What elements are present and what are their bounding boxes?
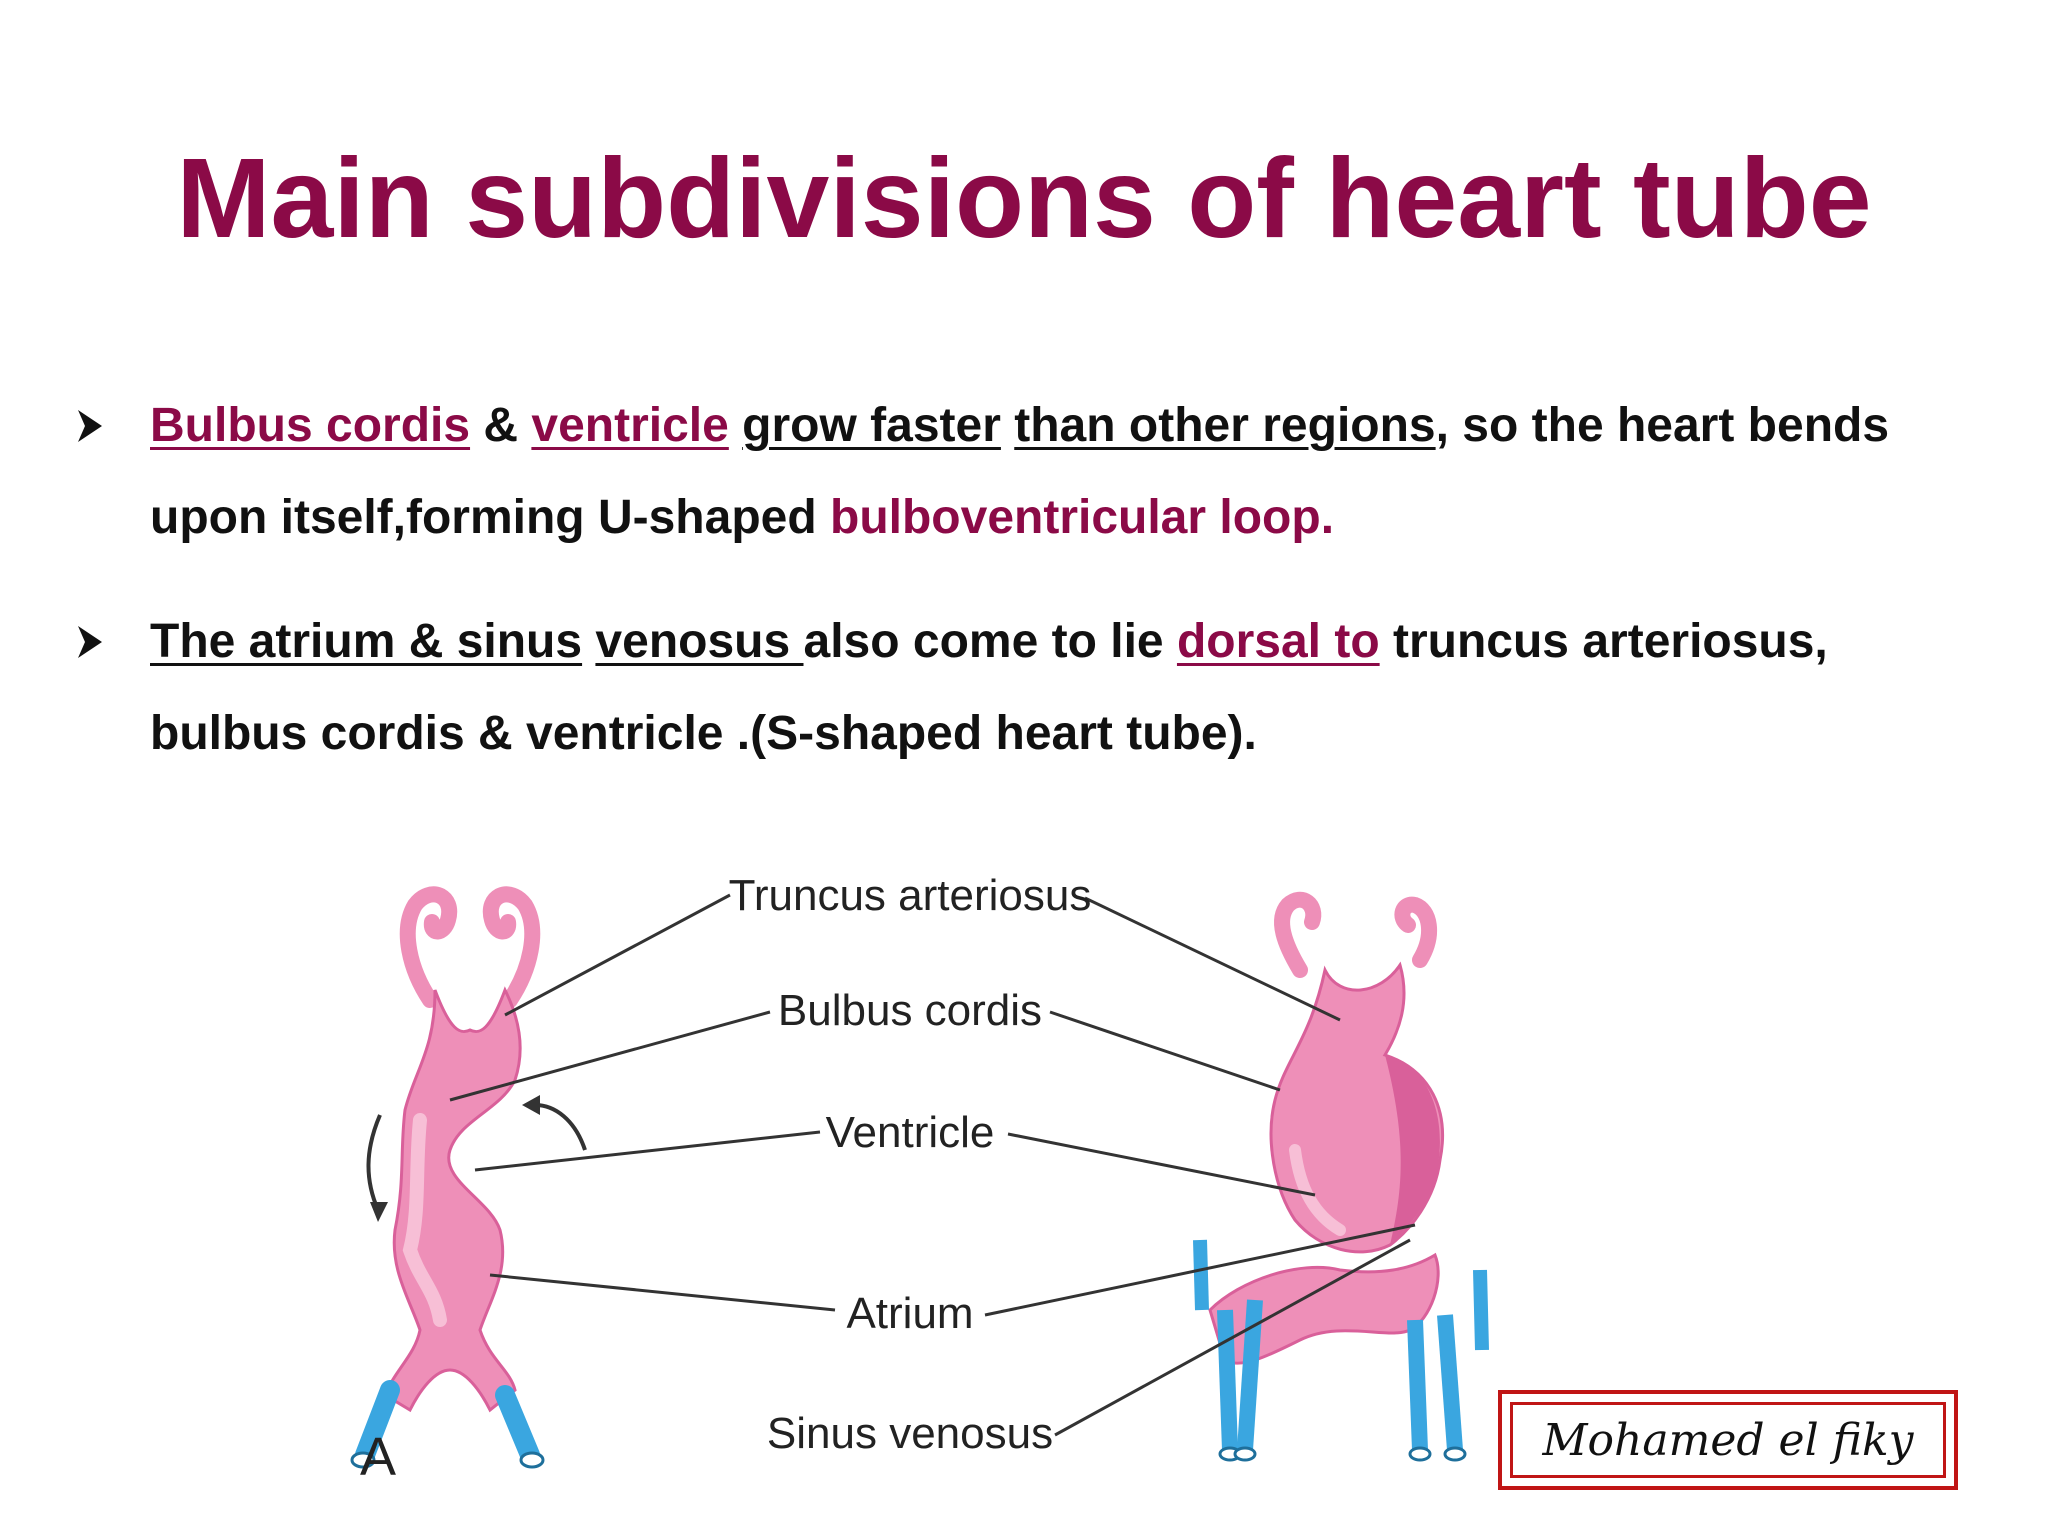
text-segment: also come to lie xyxy=(803,615,1177,668)
panel-label-a: A xyxy=(360,1427,396,1487)
bullet-item-1: Bulbus cordis & ventricle grow faster th… xyxy=(70,380,1990,564)
slide-title: Main subdivisions of heart tube xyxy=(176,135,1872,261)
term-ventricle: ventricle xyxy=(531,399,729,452)
heart-tube-diagram: Truncus arteriosus Bulbus cordis Ventric… xyxy=(350,871,1489,1487)
label-ventricle: Ventricle xyxy=(826,1108,995,1157)
leader-lines xyxy=(449,893,1416,1437)
author-signature-box: Mohamed el fiky xyxy=(1498,1390,1958,1490)
text-segment xyxy=(729,399,742,452)
text-segment: truncus arteriosus, bulbus cordis & vent… xyxy=(150,615,1828,760)
term-dorsal-to: dorsal to xyxy=(1176,615,1380,668)
text-segment xyxy=(582,615,595,668)
bullet-text-1: Bulbus cordis & ventricle grow faster th… xyxy=(150,380,1990,564)
label-sinus-venosus: Sinus venosus xyxy=(767,1409,1053,1458)
bullet-item-2: The atrium & sinus venosus also come to … xyxy=(70,596,1990,780)
arrowhead-bullet-icon xyxy=(78,626,102,658)
text-segment: & xyxy=(470,399,532,452)
heart-tube-right xyxy=(1193,891,1489,1462)
text-segment: , so the heart bends upon itself,forming… xyxy=(150,399,1890,544)
term-bulbus-cordis: Bulbus cordis xyxy=(150,399,471,452)
term-bulboventricular-loop: bulboventricular loop. xyxy=(830,491,1335,544)
phrase-atrium-sinus: The atrium & sinus xyxy=(150,615,583,668)
label-bulbus-cordis: Bulbus cordis xyxy=(778,986,1042,1035)
label-truncus-arteriosus: Truncus arteriosus xyxy=(729,871,1092,920)
phrase-grow-faster: grow faster xyxy=(742,399,1001,452)
bullet-text-2: The atrium & sinus venosus also come to … xyxy=(150,596,1990,780)
label-atrium: Atrium xyxy=(846,1289,973,1338)
author-signature: Mohamed el fiky xyxy=(1510,1402,1946,1478)
phrase-than-other-regions: than other regions xyxy=(1014,399,1436,452)
text-segment xyxy=(1001,399,1014,452)
heart-tube-left xyxy=(350,886,587,1469)
arrowhead-bullet-icon xyxy=(78,410,102,442)
phrase-venosus: venosus xyxy=(595,615,804,668)
